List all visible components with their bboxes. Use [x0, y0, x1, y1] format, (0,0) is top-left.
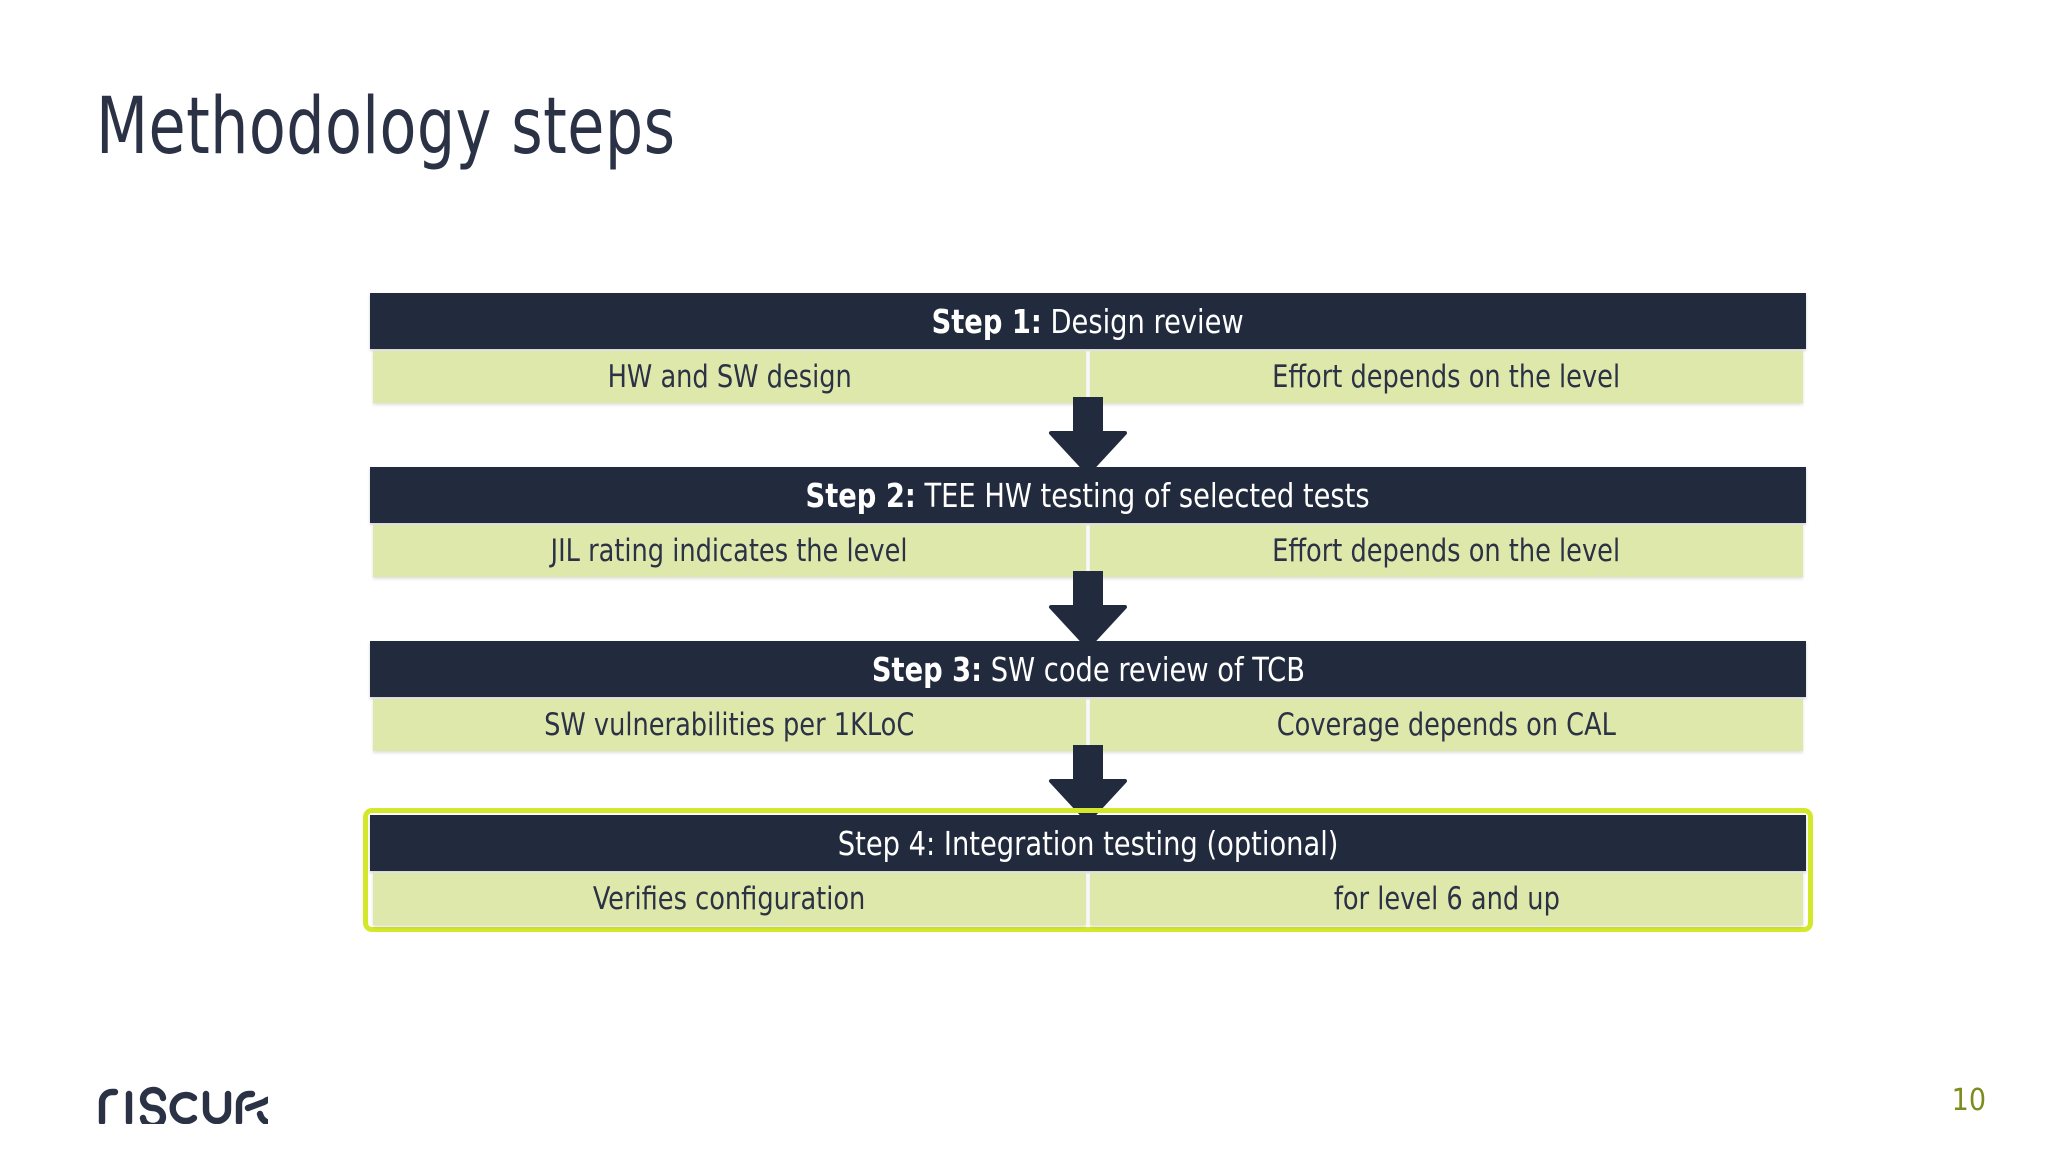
step-4-cell-2-text: for level 6 and up: [1333, 880, 1560, 917]
step-3-cell-1: SW vulnerabilities per 1KLoC: [373, 699, 1086, 751]
step-2-cell-1: JIL rating indicates the level: [373, 525, 1086, 577]
step-label-4: Step 4:: [837, 823, 936, 863]
step-4-cell-1-text: Verifies configuration: [593, 880, 866, 917]
arrow-down-icon: [1049, 571, 1127, 647]
step-header-3: Step 3: SW code review of TCB: [370, 641, 1806, 697]
flow-connector-1: [370, 397, 1806, 473]
flow-connector-3: [370, 745, 1806, 821]
arrow-down-icon: [1049, 745, 1127, 821]
step-header-text-2: Step 2: TEE HW testing of selected tests: [806, 479, 1370, 512]
step-group-3: Step 3: SW code review of TCB SW vulnerab…: [370, 641, 1806, 751]
step-1-cell-2-text: Effort depends on the level: [1272, 358, 1621, 395]
step-4-cell-2: for level 6 and up: [1090, 873, 1803, 925]
step-group-1: Step 1: Design review HW and SW design Eff…: [370, 293, 1806, 403]
step-1-cell-2: Effort depends on the level: [1090, 351, 1803, 403]
arrow-down-icon: [1049, 397, 1127, 473]
page-title: Methodology steps: [96, 82, 676, 172]
step-title-2: TEE HW testing of selected tests: [924, 475, 1371, 515]
step-header-2: Step 2: TEE HW testing of selected tests: [370, 467, 1806, 523]
riscure-logo: [96, 1080, 287, 1130]
flow-connector-2: [370, 571, 1806, 647]
step-header-text-4: Step 4: Integration testing (optional): [838, 827, 1339, 860]
step-subbar-2: JIL rating indicates the level Effort dep…: [370, 525, 1806, 577]
step-header-1: Step 1: Design review: [370, 293, 1806, 349]
step-label-3: Step 3:: [871, 649, 982, 689]
step-2-cell-2-text: Effort depends on the level: [1272, 532, 1621, 569]
step-group-2: Step 2: TEE HW testing of selected tests…: [370, 467, 1806, 577]
step-4-cell-1: Verifies configuration: [373, 873, 1086, 925]
step-group-4: Step 4: Integration testing (optional) Ve…: [363, 808, 1813, 932]
step-3-cell-1-text: SW vulnerabilities per 1KLoC: [544, 706, 915, 743]
page-number: 10: [1951, 1083, 1986, 1118]
step-header-4: Step 4: Integration testing (optional): [370, 815, 1806, 871]
step-2-cell-2: Effort depends on the level: [1090, 525, 1803, 577]
step-1-cell-1-text: HW and SW design: [607, 358, 852, 395]
step-2-cell-1-text: JIL rating indicates the level: [550, 532, 908, 569]
step-subbar-1: HW and SW design Effort depends on the le…: [370, 351, 1806, 403]
step-subbar-3: SW vulnerabilities per 1KLoC Coverage dep…: [370, 699, 1806, 751]
step-header-text-1: Step 1: Design review: [932, 305, 1244, 338]
step-3-cell-2-text: Coverage depends on CAL: [1276, 706, 1617, 743]
step-1-cell-1: HW and SW design: [373, 351, 1086, 403]
step-label-2: Step 2:: [805, 475, 917, 515]
step-subbar-4: Verifies configuration for level 6 and up: [370, 873, 1806, 925]
step-title-3: SW code review of TCB: [990, 649, 1305, 689]
step-3-cell-2: Coverage depends on CAL: [1090, 699, 1803, 751]
step-header-text-3: Step 3: SW code review of TCB: [871, 653, 1304, 686]
step-label-1: Step 1:: [931, 301, 1043, 341]
step-title-1: Design review: [1050, 301, 1245, 341]
step-title-4: Integration testing (optional): [943, 823, 1339, 863]
